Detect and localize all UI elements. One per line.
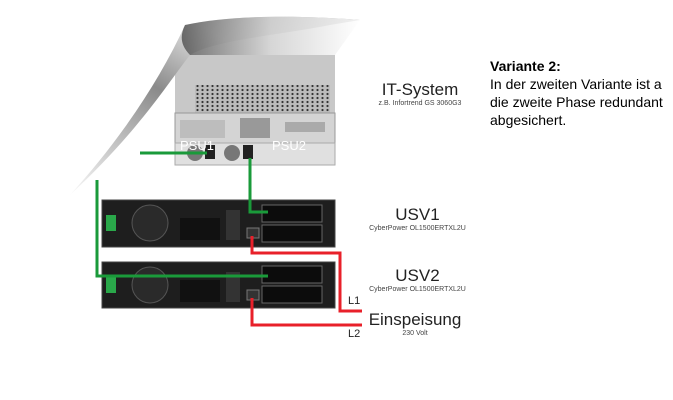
fan-icon bbox=[131, 266, 169, 304]
cable-usv1-to-psu2 bbox=[248, 158, 268, 214]
note-line: In der zweiten Variante ist a bbox=[490, 76, 662, 92]
note-title: Variante 2: bbox=[490, 58, 561, 74]
usv2-title: USV2 bbox=[395, 266, 440, 285]
usv1-model: CyberPower OL1500ERTXL2U bbox=[369, 225, 466, 232]
psu2-fan-icon bbox=[224, 145, 240, 161]
variant-note: Variante 2: In der zweiten Variante ist … bbox=[490, 57, 663, 129]
feed-block: Einspeisung 230 Volt bbox=[360, 310, 470, 337]
phase-l2-label: L2 bbox=[348, 328, 361, 340]
psu2-label: PSU2 bbox=[272, 138, 306, 153]
usv2-block: USV2 CyberPower OL1500ERTXL2U bbox=[360, 266, 475, 293]
usv2-model: CyberPower OL1500ERTXL2U bbox=[369, 286, 466, 293]
usv1-unit bbox=[101, 199, 336, 248]
fan-icon bbox=[131, 204, 169, 242]
feed-title: Einspeisung bbox=[368, 310, 462, 329]
it-system-chassis bbox=[174, 55, 336, 166]
note-line: abgesichert. bbox=[490, 112, 567, 128]
cable-usv2-to-psu1-vertical bbox=[95, 180, 268, 278]
phase-l1-label: L1 bbox=[348, 295, 361, 307]
mains-l2 bbox=[250, 298, 362, 327]
usv1-title: USV1 bbox=[395, 205, 440, 224]
psu1-label: PSU1 bbox=[180, 138, 214, 153]
it-system-model: z.B. Infortrend GS 3060G3 bbox=[378, 100, 462, 107]
it-system-title: IT-System bbox=[381, 80, 459, 99]
note-line: die zweite Phase redundant bbox=[490, 94, 663, 110]
usv2-unit bbox=[101, 261, 336, 309]
feed-voltage: 230 Volt bbox=[402, 330, 428, 337]
it-system-block: IT-System z.B. Infortrend GS 3060G3 bbox=[365, 80, 475, 107]
usv1-block: USV1 CyberPower OL1500ERTXL2U bbox=[360, 205, 475, 232]
mains-l1 bbox=[250, 236, 362, 313]
